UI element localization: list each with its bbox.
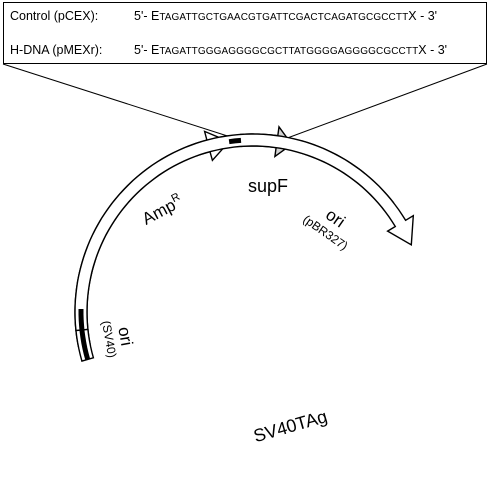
hdna-prime3: X - 3' [418,43,448,57]
control-prime5: 5'- E [134,9,160,23]
zoom-line-left [2,63,241,141]
sv40tag-label: SV40TAg [251,406,329,446]
ori-sv40-note: (SV40) [99,320,119,359]
sv40tag-label-group: SV40TAg [251,406,329,446]
zoom-line-right [281,63,488,141]
sv40-region-thick-line [78,309,91,361]
ori-sv40-label: ori [114,325,136,347]
hdna-core-sequence: TAGATTGGGAGGGGCGCTTATGGGGAGGGGCGCCTT [159,46,419,57]
control-core-sequence: TAGATTGCTGAACGTGATTCGACTCAGATGCGCCTT [159,12,409,23]
sequence-comparison-box: Control (pCEX):5'- ETAGATTGCTGAACGTGATTC… [3,2,487,64]
ampr-promoter-thick-line [228,137,242,145]
sv40tag-arrow [74,133,415,332]
control-prime3: X - 3' [408,9,438,23]
hdna-sequence-row: H-DNA (pMEXr): 5'- ETAGATTGGGAGGGGCGCTTAT… [10,43,447,59]
ori-sv40-label-group: ori (SV40) [99,320,136,359]
control-sequence-row: Control (pCEX): 5'- ETAGATTGCTGAACGTGATTC… [10,9,437,25]
supF-label: supF [248,176,288,196]
hdna-prime5: 5'- E [134,43,160,57]
ori-pbr327-label-group: ori (pBR327) [300,205,350,253]
ampR-label-group: AmpR [139,191,186,229]
hdna-label: H-DNA (pMEXr): [10,43,103,57]
control-label: Control (pCEX): [10,9,99,23]
svg-text:AmpR: AmpR [139,191,186,229]
